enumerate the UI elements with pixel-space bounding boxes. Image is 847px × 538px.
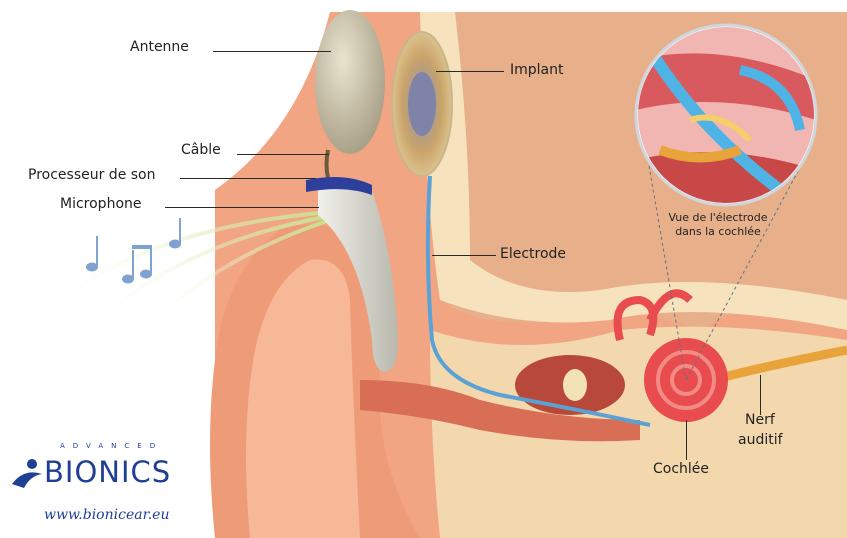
- brand-advanced-text: ADVANCED: [60, 442, 163, 450]
- inset-caption-line1: Vue de l'électrode: [648, 211, 788, 225]
- cochlee-label: Cochlée: [653, 461, 709, 477]
- nerf-label-line1: Nerf: [745, 412, 775, 428]
- electrode-leader-line: [432, 255, 496, 256]
- implant-leader-line: [436, 71, 504, 72]
- electrode-label: Electrode: [500, 246, 566, 262]
- implant-label: Implant: [510, 62, 563, 78]
- antenne-leader-line: [213, 51, 331, 52]
- cable-leader-line: [237, 154, 329, 155]
- bionics-logo-icon: [10, 458, 44, 492]
- electrode-inset-view: [636, 25, 816, 205]
- cable-label: Câble: [181, 142, 221, 158]
- ossicles: [563, 369, 587, 401]
- processeur-leader-line: [180, 178, 316, 179]
- cochlee-leader-line: [686, 420, 687, 460]
- antenne-headpiece: [315, 10, 385, 154]
- antenne-label: Antenne: [130, 39, 189, 55]
- microphone-label: Microphone: [60, 196, 142, 212]
- nerf-label-line2: auditif: [738, 432, 783, 448]
- microphone-leader-line: [165, 207, 319, 208]
- processeur-label: Processeur de son: [28, 167, 155, 183]
- brand-name: BIONICS: [44, 455, 171, 489]
- inset-caption-line2: dans la cochlée: [648, 225, 788, 239]
- nerf-leader-line: [760, 375, 761, 415]
- brand-url-link[interactable]: www.bionicear.eu: [44, 507, 169, 523]
